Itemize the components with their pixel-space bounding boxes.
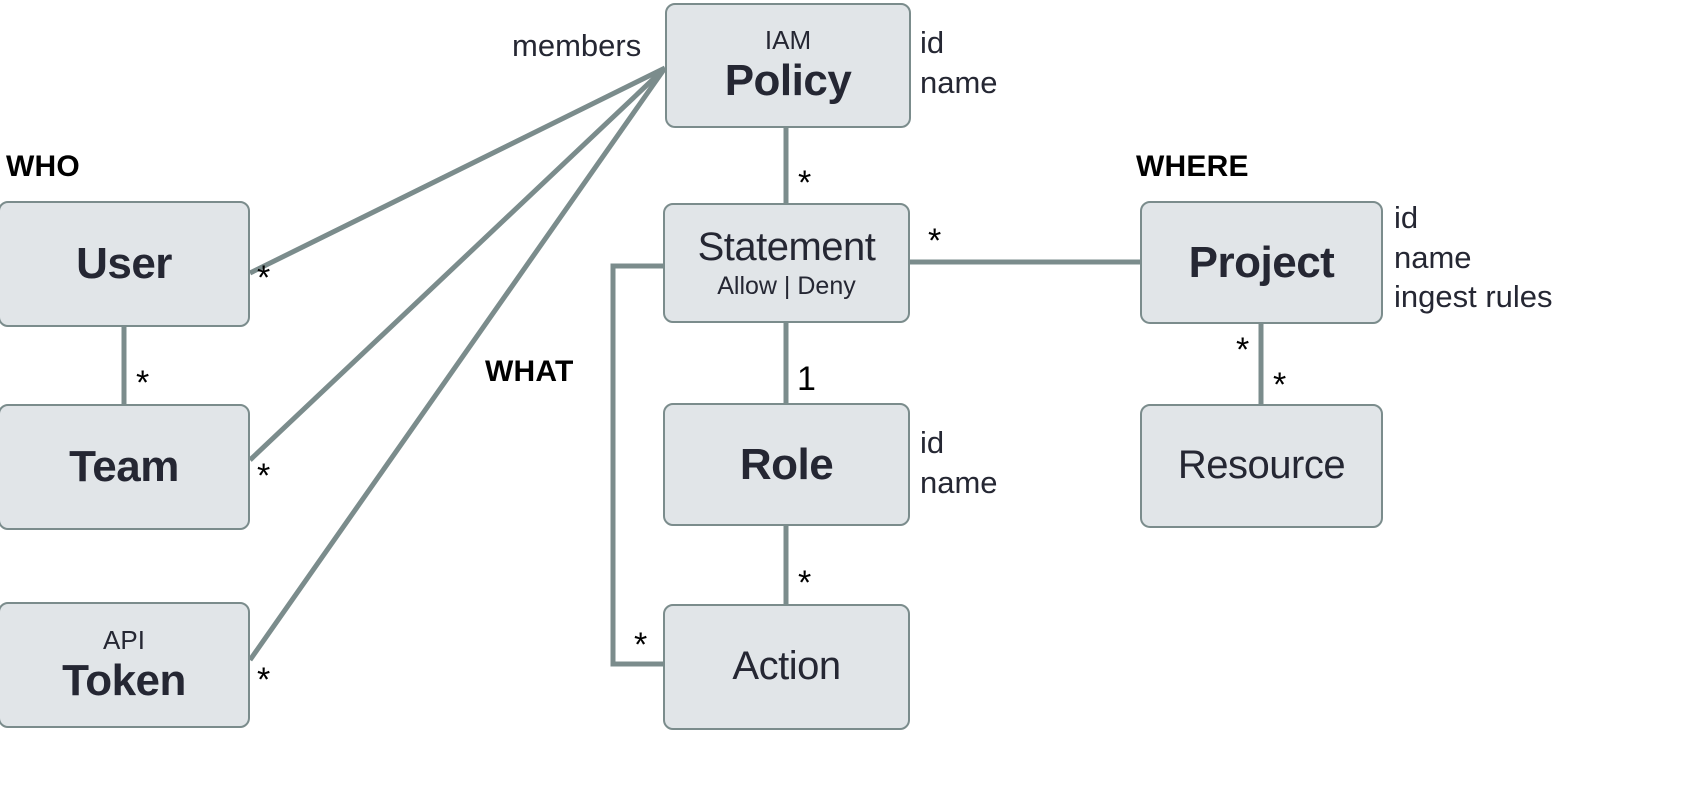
node-project-title: Project — [1188, 237, 1335, 287]
node-iam-policy-title: Policy — [724, 56, 852, 106]
group-label-what: WHAT — [485, 355, 574, 388]
node-role-title: Role — [739, 439, 834, 489]
multiplicity-statement-action: * — [634, 626, 648, 664]
node-iam-policy-subtitle: IAM — [764, 25, 812, 56]
multiplicity-user-team: * — [136, 364, 150, 402]
node-statement-title: Statement — [697, 224, 876, 269]
node-api-token[interactable]: API Token — [0, 602, 250, 728]
node-team[interactable]: Team — [0, 404, 250, 530]
node-action-title: Action — [732, 644, 841, 689]
multiplicity-project-resource-bottom: * — [1273, 366, 1287, 404]
node-resource[interactable]: Resource — [1140, 404, 1383, 528]
multiplicity-project-resource-top: * — [1236, 331, 1250, 369]
node-team-title: Team — [69, 442, 179, 492]
edge-statement-action — [610, 263, 663, 667]
attributes-iam-policy: id name — [920, 25, 998, 100]
multiplicity-token-policy: * — [257, 661, 271, 699]
attributes-project: id name ingest rules — [1394, 200, 1553, 315]
edge-label-members: members — [512, 28, 642, 63]
multiplicity-role-action: * — [798, 564, 812, 602]
edge-user-policy — [248, 65, 667, 276]
node-statement-subtitle: Allow | Deny — [717, 271, 856, 300]
node-statement[interactable]: Statement Allow | Deny — [663, 203, 910, 323]
node-api-token-title: Token — [62, 655, 186, 705]
node-user-title: User — [76, 239, 172, 289]
multiplicity-statement-project: * — [928, 222, 942, 260]
node-role[interactable]: Role — [663, 403, 910, 526]
multiplicity-policy-statement: * — [798, 164, 812, 202]
node-iam-policy[interactable]: IAM Policy — [665, 3, 911, 128]
multiplicity-statement-role: 1 — [797, 360, 816, 398]
group-label-who: WHO — [6, 150, 80, 183]
node-api-token-subtitle: API — [103, 624, 145, 655]
node-user[interactable]: User — [0, 201, 250, 327]
group-label-where: WHERE — [1136, 150, 1249, 183]
attributes-role: id name — [920, 425, 998, 500]
node-project[interactable]: Project — [1140, 201, 1383, 324]
multiplicity-user-policy: * — [257, 259, 271, 297]
edge-token-policy — [247, 66, 668, 662]
node-action[interactable]: Action — [663, 604, 910, 730]
node-resource-title: Resource — [1177, 443, 1346, 488]
multiplicity-team-policy: * — [257, 457, 271, 495]
edge-team-policy — [248, 66, 667, 462]
